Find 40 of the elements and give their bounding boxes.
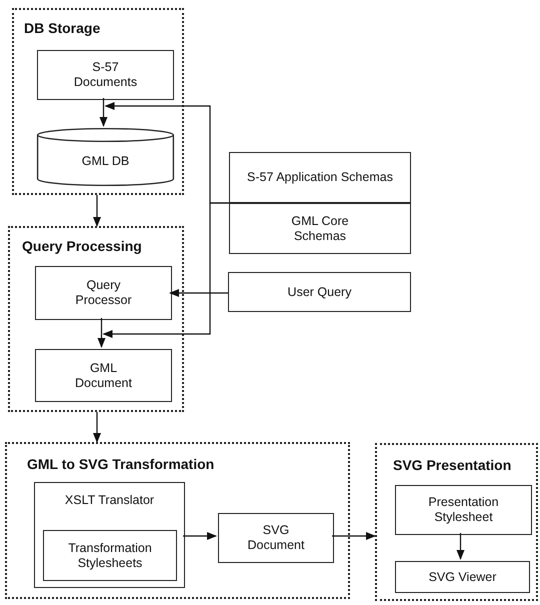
box-label: GML Document xyxy=(74,360,133,390)
box-label: S-57 Documents xyxy=(72,60,138,90)
process-box xyxy=(229,203,411,254)
process-box xyxy=(34,482,185,588)
box-label: GML Core Schemas xyxy=(290,214,350,244)
box-label: XSLT Translator xyxy=(64,493,156,508)
process-box xyxy=(35,266,172,320)
process-box xyxy=(395,561,530,593)
group-frame xyxy=(5,442,350,599)
process-box xyxy=(37,50,174,100)
arrow xyxy=(100,98,108,127)
arrow xyxy=(332,532,376,540)
group-title: GML to SVG Transformation xyxy=(27,456,214,472)
database-label: GML DB xyxy=(80,154,130,168)
arrow xyxy=(93,195,101,227)
arrow xyxy=(183,532,217,540)
arrow xyxy=(98,318,106,348)
process-box xyxy=(228,272,411,312)
group-title: SVG Presentation xyxy=(393,457,512,473)
box-label: Transformation Stylesheets xyxy=(67,540,153,570)
arrow xyxy=(169,289,228,297)
arrow xyxy=(93,412,101,443)
process-box xyxy=(229,152,411,203)
group-title: Query Processing xyxy=(22,238,142,254)
box-label: Presentation Stylesheet xyxy=(427,495,500,525)
arrow xyxy=(102,202,229,338)
process-box xyxy=(35,349,172,402)
box-label: SVG Document xyxy=(246,523,306,553)
process-box xyxy=(218,513,334,563)
box-label: S-57 Application Schemas xyxy=(246,170,394,185)
box-label: User Query xyxy=(286,284,352,300)
arrow xyxy=(456,533,464,560)
group-frame xyxy=(12,8,184,195)
group-frame xyxy=(8,226,184,412)
group-frame xyxy=(375,443,538,601)
process-box xyxy=(43,530,177,581)
group-title: DB Storage xyxy=(24,20,100,36)
box-label: Query Processor xyxy=(74,278,133,308)
process-box xyxy=(395,485,532,535)
box-label: SVG Viewer xyxy=(428,570,498,584)
